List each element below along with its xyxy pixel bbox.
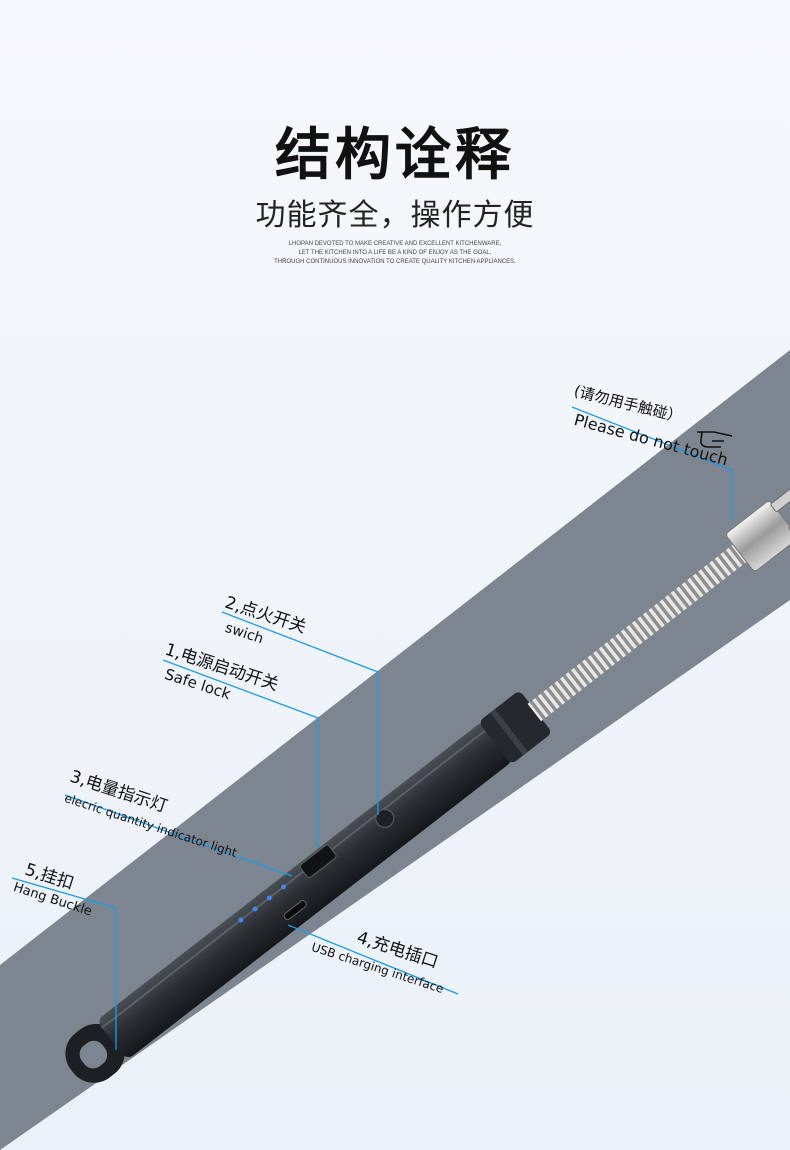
callout-lines xyxy=(11,406,733,1050)
callout-line-switch xyxy=(221,611,379,815)
page-title: 结构诠释 xyxy=(275,123,515,188)
lighter-body xyxy=(99,723,511,1058)
tagline-line: THROUGH CONTINUOUS INNOVATION TO CREATE … xyxy=(274,259,516,265)
hang-buckle xyxy=(65,1023,125,1083)
ignition-head xyxy=(726,480,790,572)
safe-lock-slider xyxy=(299,844,337,878)
led-3 xyxy=(266,895,272,901)
page-subtitle: 功能齐全，操作方便 xyxy=(255,198,535,233)
callout-line-indicator xyxy=(64,794,293,877)
flexible-neck xyxy=(527,543,749,722)
brand-tagline: LHOPAN DEVOTED TO MAKE CREATIVE AND EXCE… xyxy=(0,240,790,267)
callout-line-safe-lock xyxy=(162,659,319,848)
tagline-line: LET THE KITCHEN INTO A LIFE BE A KIND OF… xyxy=(298,250,492,256)
led-2 xyxy=(252,906,258,912)
ignition-button xyxy=(375,808,395,829)
usb-port xyxy=(283,900,307,921)
callout-line-usb xyxy=(287,924,459,995)
callout-line-buckle xyxy=(11,877,117,1050)
led-4 xyxy=(281,884,286,890)
tagline-line: LHOPAN DEVOTED TO MAKE CREATIVE AND EXCE… xyxy=(288,241,502,247)
led-1 xyxy=(238,917,244,923)
pointing-hand-icon xyxy=(697,431,733,448)
callout-line-tip xyxy=(571,406,733,520)
